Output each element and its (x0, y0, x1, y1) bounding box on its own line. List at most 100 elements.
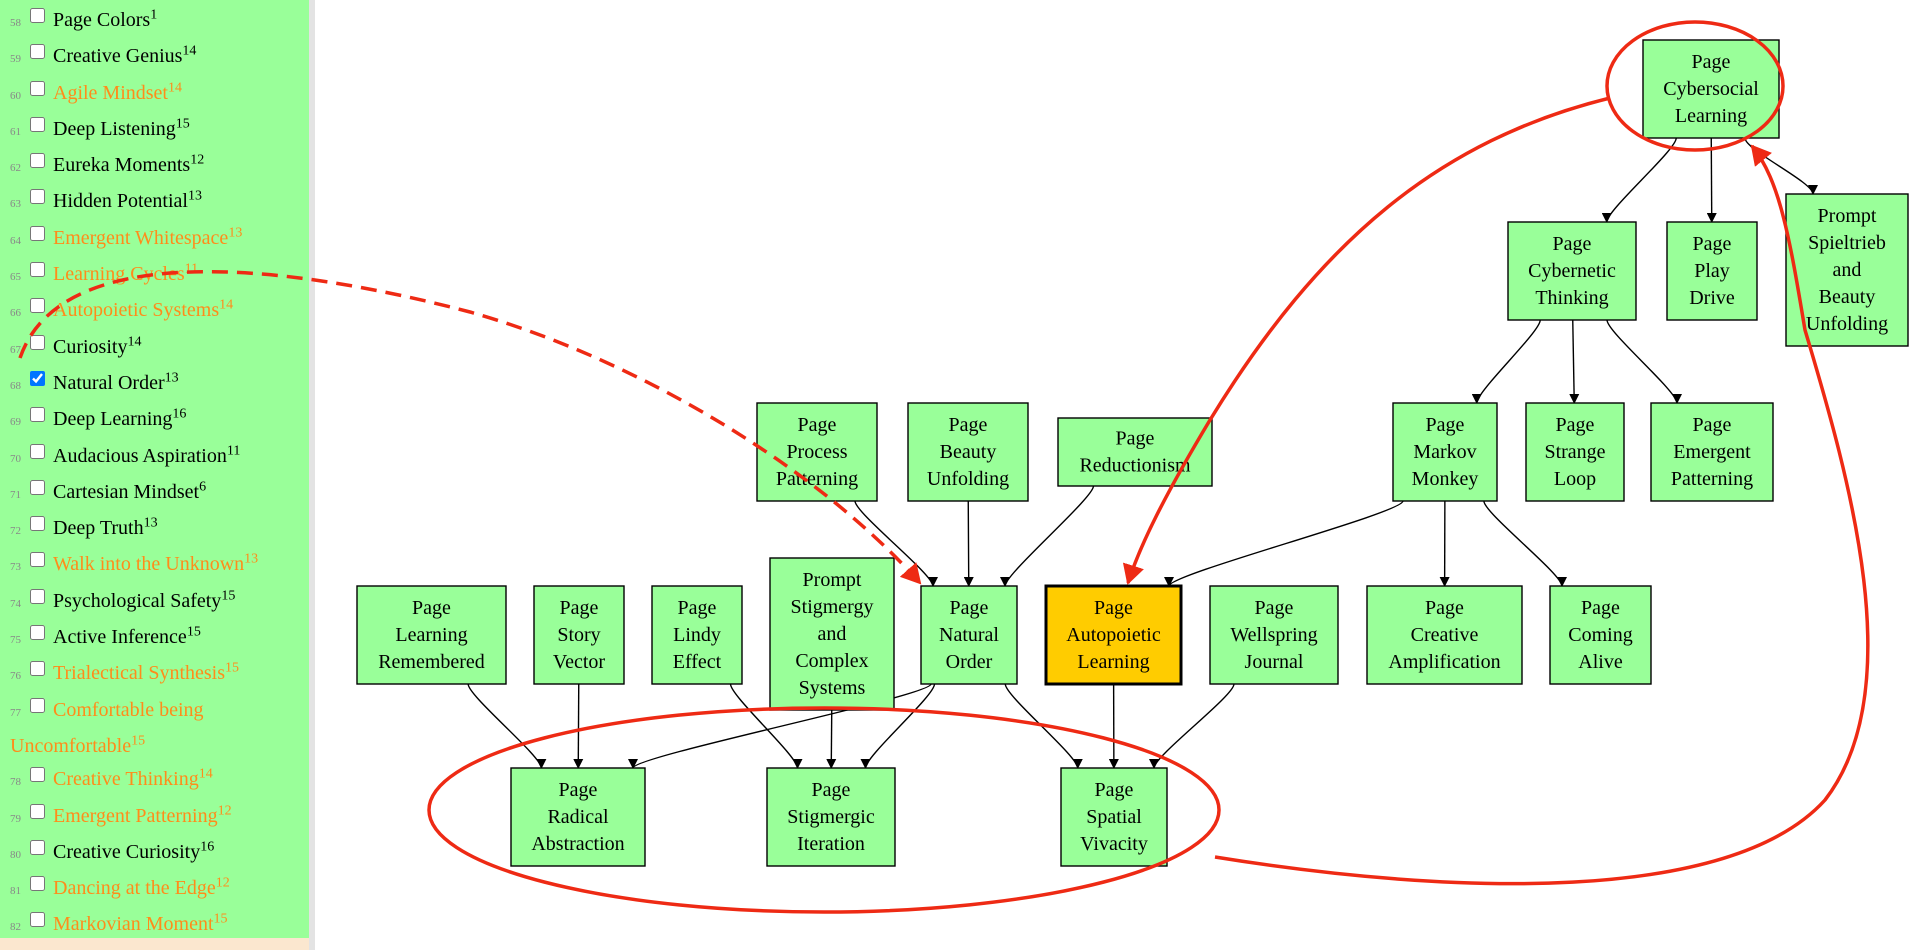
topic-checkbox[interactable] (30, 80, 45, 96)
topic-label[interactable]: Creative Genius (53, 45, 183, 68)
edge-reductionism-to-natural (1000, 485, 1095, 587)
topic-checkbox[interactable] (30, 443, 45, 459)
edge-stigmergy-to-stigmergic (826, 709, 837, 769)
topic-checkbox[interactable] (30, 189, 45, 205)
topic-checkbox[interactable] (30, 876, 45, 892)
topic-checkbox[interactable] (30, 912, 45, 928)
topic-checkbox[interactable] (30, 588, 45, 604)
topic-label[interactable]: Deep Learning (53, 408, 173, 431)
topic-number: 80 (10, 848, 21, 861)
topic-label[interactable]: Learning Cycles (53, 263, 185, 286)
topic-number: 82 (10, 921, 21, 934)
topic-checkbox[interactable] (30, 767, 45, 783)
topic-number: 76 (10, 670, 21, 683)
topic-label[interactable]: Active Inference (53, 626, 187, 649)
topic-checkbox[interactable] (30, 116, 45, 132)
topic-count: 15 (225, 660, 240, 676)
node-label-line: Page (1094, 597, 1133, 619)
node-label-line: Wellspring (1230, 624, 1317, 646)
topic-label[interactable]: Psychological Safety (53, 589, 222, 612)
topic-label[interactable]: Creative Thinking (53, 768, 199, 791)
topic-checkbox[interactable] (30, 661, 45, 677)
topic-label[interactable]: Autopoietic Systems (53, 299, 220, 322)
topic-checkbox[interactable] (30, 44, 45, 60)
topic-checkbox[interactable] (30, 839, 45, 855)
topic-checkbox[interactable] (30, 334, 45, 350)
topic-label[interactable]: Markovian Moment (53, 913, 214, 936)
topic-checkbox[interactable] (30, 262, 45, 278)
topic-label[interactable]: Curiosity (53, 335, 128, 358)
node-label-line: Beauty (1819, 286, 1876, 308)
topic-item: 76 Trialectical Synthesis15 (10, 657, 300, 693)
topic-label[interactable]: Trialectical Synthesis (53, 662, 226, 685)
node-label-line: Journal (1245, 651, 1304, 673)
topic-checkbox[interactable] (30, 625, 45, 641)
red-loop-to-cybersocial (1214, 144, 1870, 886)
topic-checkbox[interactable] (30, 479, 45, 495)
edge-story-to-radical (573, 683, 584, 769)
topic-checkbox[interactable] (30, 803, 45, 819)
topic-label[interactable]: Emergent Patterning (53, 804, 218, 827)
topic-checkbox[interactable] (30, 552, 45, 568)
topic-checkbox[interactable] (30, 8, 45, 23)
topic-label[interactable]: Deep Truth (53, 517, 144, 540)
node-box (1507, 221, 1637, 321)
node-box (907, 402, 1029, 502)
topic-label[interactable]: Comfortable being Uncomfortable (10, 698, 204, 757)
topic-label[interactable]: Agile Mindset (53, 81, 168, 104)
node-box (1392, 402, 1498, 502)
topic-label[interactable]: Creative Curiosity (53, 840, 201, 863)
node-label-line: Abstraction (531, 833, 624, 855)
topic-checkbox[interactable] (30, 298, 45, 314)
node-label-line: Stigmergy (791, 596, 874, 618)
topic-label[interactable]: Dancing at the Edge (53, 877, 216, 900)
topic-checkbox[interactable] (30, 697, 45, 713)
topic-label[interactable]: Emergent Whitespace (53, 226, 229, 249)
topic-checkbox[interactable] (30, 153, 45, 169)
topic-label[interactable]: Cartesian Mindset (53, 480, 200, 503)
topic-checkbox[interactable] (30, 370, 45, 386)
topic-label[interactable]: Deep Listening (53, 117, 176, 140)
topic-label[interactable]: Natural Order (53, 371, 165, 394)
topic-label[interactable]: Page Colors (53, 9, 151, 31)
topic-label[interactable]: Hidden Potential (53, 190, 188, 213)
node-label-line: Page (798, 414, 837, 436)
topic-checkbox[interactable] (30, 407, 45, 423)
edge-cybersocial-to-cybernetic (1601, 137, 1677, 223)
topic-number: 75 (10, 634, 21, 647)
topic-label[interactable]: Walk into the Unknown (53, 553, 245, 576)
node-label-line: Order (946, 651, 993, 673)
topic-label[interactable]: Eureka Moments (53, 154, 191, 177)
topic-number: 67 (10, 343, 21, 356)
topic-checkbox[interactable] (30, 225, 45, 241)
topic-label[interactable]: Audacious Aspiration (53, 444, 227, 467)
edge-cybernetic-to-emergentpat (1606, 319, 1682, 404)
topic-checkbox[interactable] (30, 516, 45, 532)
edge-cybersocial-to-playdrive (1706, 137, 1717, 223)
